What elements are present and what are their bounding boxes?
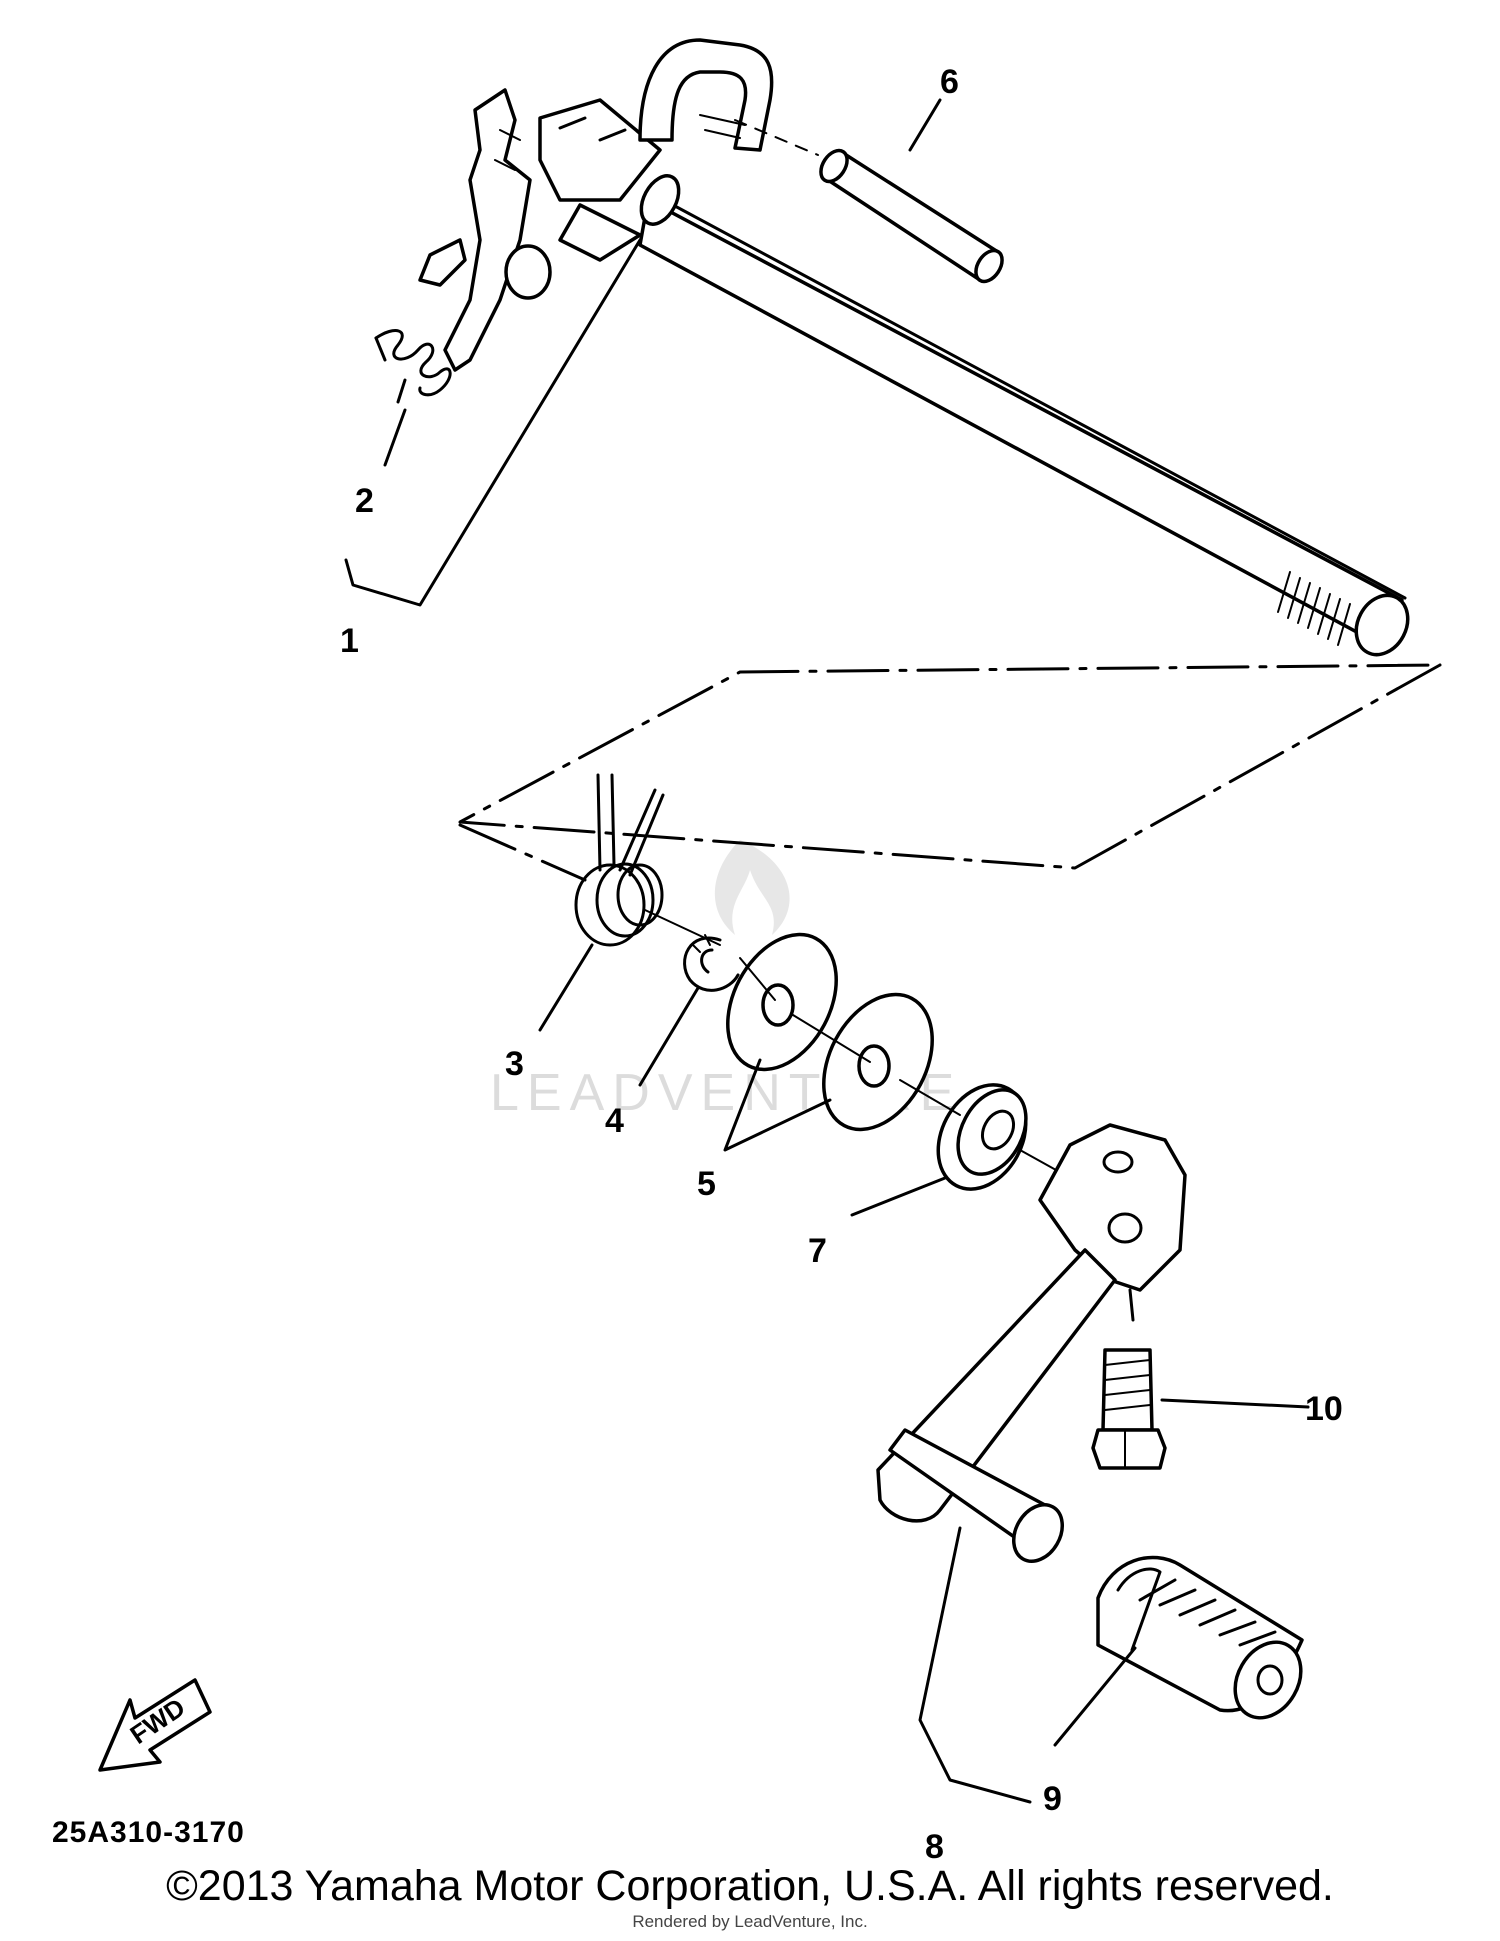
callout-9: 9 [1043, 1780, 1062, 1818]
circlip-part-4 [638, 909, 740, 1087]
shift-shaft [344, 38, 1410, 657]
callout-2: 2 [355, 482, 374, 520]
callout-4: 4 [605, 1102, 624, 1140]
callout-3: 3 [505, 1045, 524, 1083]
pedal-rubber-part-9 [1053, 1555, 1304, 1747]
part-code: 25A310-3170 [52, 1816, 245, 1849]
callout-6: 6 [940, 63, 959, 101]
torsion-spring-part-3 [538, 773, 665, 1032]
shift-pedal-part-8 [876, 1123, 1187, 1804]
rendered-by-text: Rendered by LeadVenture, Inc. [632, 1912, 868, 1931]
fwd-arrow-icon: FWD [98, 1678, 212, 1772]
oil-seal-part-7 [850, 1079, 1066, 1217]
callout-7: 7 [808, 1232, 827, 1270]
callout-8: 8 [925, 1828, 944, 1866]
bolt-part-10 [1091, 1288, 1310, 1470]
callout-5: 5 [697, 1165, 716, 1203]
washers-part-5 [723, 932, 934, 1152]
callouts: 1 2 3 4 5 6 7 8 9 10 [340, 63, 1343, 1866]
pin-part-6 [734, 98, 1004, 284]
connection-outline [458, 663, 1442, 882]
spring-part-2 [374, 329, 452, 467]
callout-10: 10 [1305, 1390, 1343, 1428]
copyright-text: ©2013 Yamaha Motor Corporation, U.S.A. A… [166, 1862, 1334, 1910]
callout-1: 1 [340, 622, 359, 660]
